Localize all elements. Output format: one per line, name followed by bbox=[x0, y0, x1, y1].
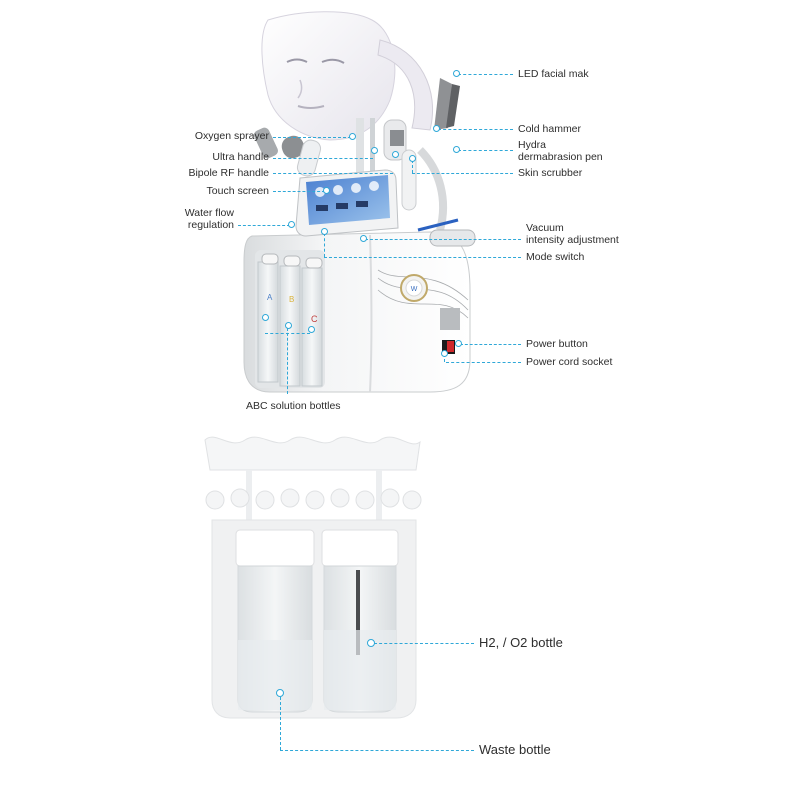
leader-line-ultra-handle bbox=[273, 158, 373, 159]
callout-dot-hydra-dermabrasion-pen bbox=[453, 146, 460, 153]
callout-dot-waste-bottle bbox=[276, 689, 284, 697]
leader-line-mode-switch-vertical bbox=[324, 233, 325, 257]
led-mask-shape bbox=[261, 11, 460, 141]
leader-line-waste-bottle-vertical bbox=[280, 697, 281, 750]
callout-dot-cold-hammer bbox=[433, 125, 440, 132]
label-power-cord-socket: Power cord socket bbox=[526, 356, 613, 368]
leader-line-touch-screen bbox=[273, 191, 325, 192]
callout-dot-oxygen-sprayer bbox=[349, 133, 356, 140]
bottle-rack-shape bbox=[204, 436, 422, 719]
callout-dot-touch-screen bbox=[323, 187, 330, 194]
leader-line-bipole-rf-handle bbox=[273, 173, 393, 174]
label-cold-hammer: Cold hammer bbox=[518, 123, 582, 135]
label-abc-solution-bottles: ABC solution bottles bbox=[246, 400, 341, 412]
leader-line-cold-hammer bbox=[438, 129, 513, 130]
label-waste-bottle: Waste bottle bbox=[479, 742, 551, 757]
label-mode-switch: Mode switch bbox=[526, 251, 585, 263]
callout-dot-water-flow-regulation bbox=[288, 221, 295, 228]
svg-text:W: W bbox=[411, 286, 418, 293]
label-led-facial-mask: LED facial mak bbox=[518, 68, 589, 80]
svg-text:B: B bbox=[289, 295, 294, 304]
callout-dot-bottle-b bbox=[285, 322, 292, 329]
leader-line-vacuum-intensity-adjustment bbox=[365, 239, 521, 240]
svg-text:C: C bbox=[311, 314, 318, 324]
callout-dot-mode-switch bbox=[321, 228, 328, 235]
label-hydra-dermabrasion-pen: Hydra dermabrasion pen bbox=[518, 139, 603, 163]
leader-line-oxygen-sprayer bbox=[273, 137, 351, 138]
callout-dot-power-cord-socket bbox=[441, 350, 448, 357]
callout-dot-h2-o2-bottle bbox=[367, 639, 375, 647]
touch-screen-shape bbox=[295, 169, 399, 237]
leader-line-h2-o2-bottle bbox=[374, 643, 474, 644]
leader-line-skin-scrubber bbox=[412, 173, 513, 174]
label-bipole-rf-handle: Bipole RF handle bbox=[188, 167, 269, 179]
callout-dot-power-button bbox=[455, 340, 462, 347]
leader-line-hydra-dermabrasion-pen bbox=[458, 150, 513, 151]
callout-dot-ultra-handle bbox=[371, 147, 378, 154]
leader-line-waste-bottle bbox=[280, 750, 474, 751]
label-skin-scrubber: Skin scrubber bbox=[518, 167, 583, 179]
label-power-button: Power button bbox=[526, 338, 588, 350]
label-vacuum-intensity-adjustment: Vacuum intensity adjustment bbox=[526, 222, 619, 246]
svg-text:A: A bbox=[267, 293, 273, 302]
label-oxygen-sprayer: Oxygen sprayer bbox=[194, 130, 269, 142]
callout-dot-skin-scrubber bbox=[409, 155, 416, 162]
leader-line-abc-connector bbox=[265, 333, 310, 334]
leader-line-power-cord-socket-vertical bbox=[444, 354, 445, 362]
main-unit-shape: W A B C bbox=[243, 218, 476, 393]
leader-line-mode-switch bbox=[324, 257, 521, 258]
callout-dot-bottle-a bbox=[262, 314, 269, 321]
label-water-flow-regulation: Water flow regulation bbox=[184, 207, 234, 231]
callout-dot-bottle-c bbox=[308, 326, 315, 333]
label-touch-screen: Touch screen bbox=[206, 185, 269, 197]
callout-dot-bipole-rf-handle bbox=[392, 151, 399, 158]
leader-line-power-cord-socket bbox=[446, 362, 521, 363]
label-h2-o2-bottle: H2, / O2 bottle bbox=[479, 635, 563, 650]
callout-dot-vacuum-intensity-adjustment bbox=[360, 235, 367, 242]
callout-dot-led-facial-mask bbox=[453, 70, 460, 77]
label-ultra-handle: Ultra handle bbox=[212, 151, 269, 163]
leader-line-power-button bbox=[460, 344, 521, 345]
leader-line-water-flow-regulation bbox=[238, 225, 290, 226]
leader-line-skin-scrubber-vertical bbox=[412, 160, 413, 173]
leader-line-led-facial-mask bbox=[458, 74, 513, 75]
leader-line-abc-solution-bottles bbox=[287, 328, 288, 394]
